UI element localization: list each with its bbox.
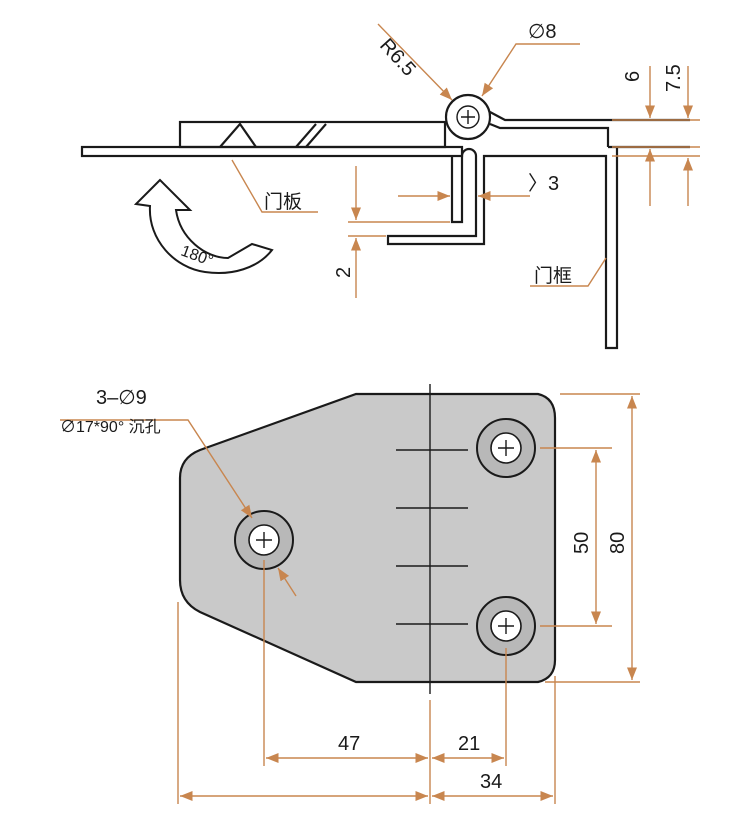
door-panel-leader [231, 159, 318, 213]
gap-label: 〉3 [528, 173, 559, 195]
door-frame-leader [530, 257, 607, 287]
frame-leaf-top [489, 111, 690, 122]
door-panel-plate [80, 145, 464, 158]
knuckle-segment-marks [396, 449, 468, 625]
dim-ext-lines-horizontal [177, 560, 556, 804]
pin-diameter-label: ∅8 [528, 21, 557, 43]
dim-7-5-label: 7.5 [663, 64, 685, 92]
front-view: 3–∅9 ∅17*90° 沉孔 50 80 47 21 34 [60, 384, 640, 804]
latch-slope [295, 123, 327, 148]
radius-leader [377, 23, 453, 101]
dim-2-ext [348, 221, 450, 237]
frame-leaf-bottom [489, 122, 610, 147]
latch-notch [219, 122, 257, 148]
hole-count-label: 3–∅9 [96, 387, 147, 409]
dim-21-label: 21 [458, 733, 480, 755]
countersunk-hole-left [234, 510, 294, 570]
dim-47-label: 47 [338, 733, 360, 755]
hinge-pin [456, 105, 480, 129]
hole-callout-leader [60, 419, 253, 519]
dim-34-label: 34 [480, 771, 502, 793]
countersink-label: ∅17*90° 沉孔 [60, 418, 161, 436]
rotation-arrow-icon [133, 178, 274, 274]
door-panel-block [178, 120, 447, 149]
top-section-view: 180° R6.5 ∅8 6 7.5 〉3 2 [80, 21, 700, 350]
dim-2-label: 2 [333, 267, 355, 278]
countersunk-hole-top-right [476, 418, 536, 478]
dim-ext-lines-right [612, 119, 700, 157]
radius-label: R6.5 [375, 35, 420, 81]
hinge-u-leaf [386, 147, 619, 350]
pin-center-mark [461, 110, 475, 124]
dim-50-label: 50 [571, 532, 593, 554]
hinge-knuckle [444, 93, 492, 141]
pin-diameter-leader [481, 43, 580, 97]
door-panel-label: 门板 [264, 191, 302, 213]
countersunk-hole-bottom-right [476, 596, 536, 656]
dim-80-label: 80 [607, 532, 629, 554]
dim-6-label: 6 [622, 71, 644, 82]
hole-callout-leader-tail [277, 567, 297, 597]
dim-ext-lines-vertical [540, 393, 640, 683]
hinge-plate [178, 392, 557, 684]
door-frame-label: 门框 [534, 265, 572, 287]
